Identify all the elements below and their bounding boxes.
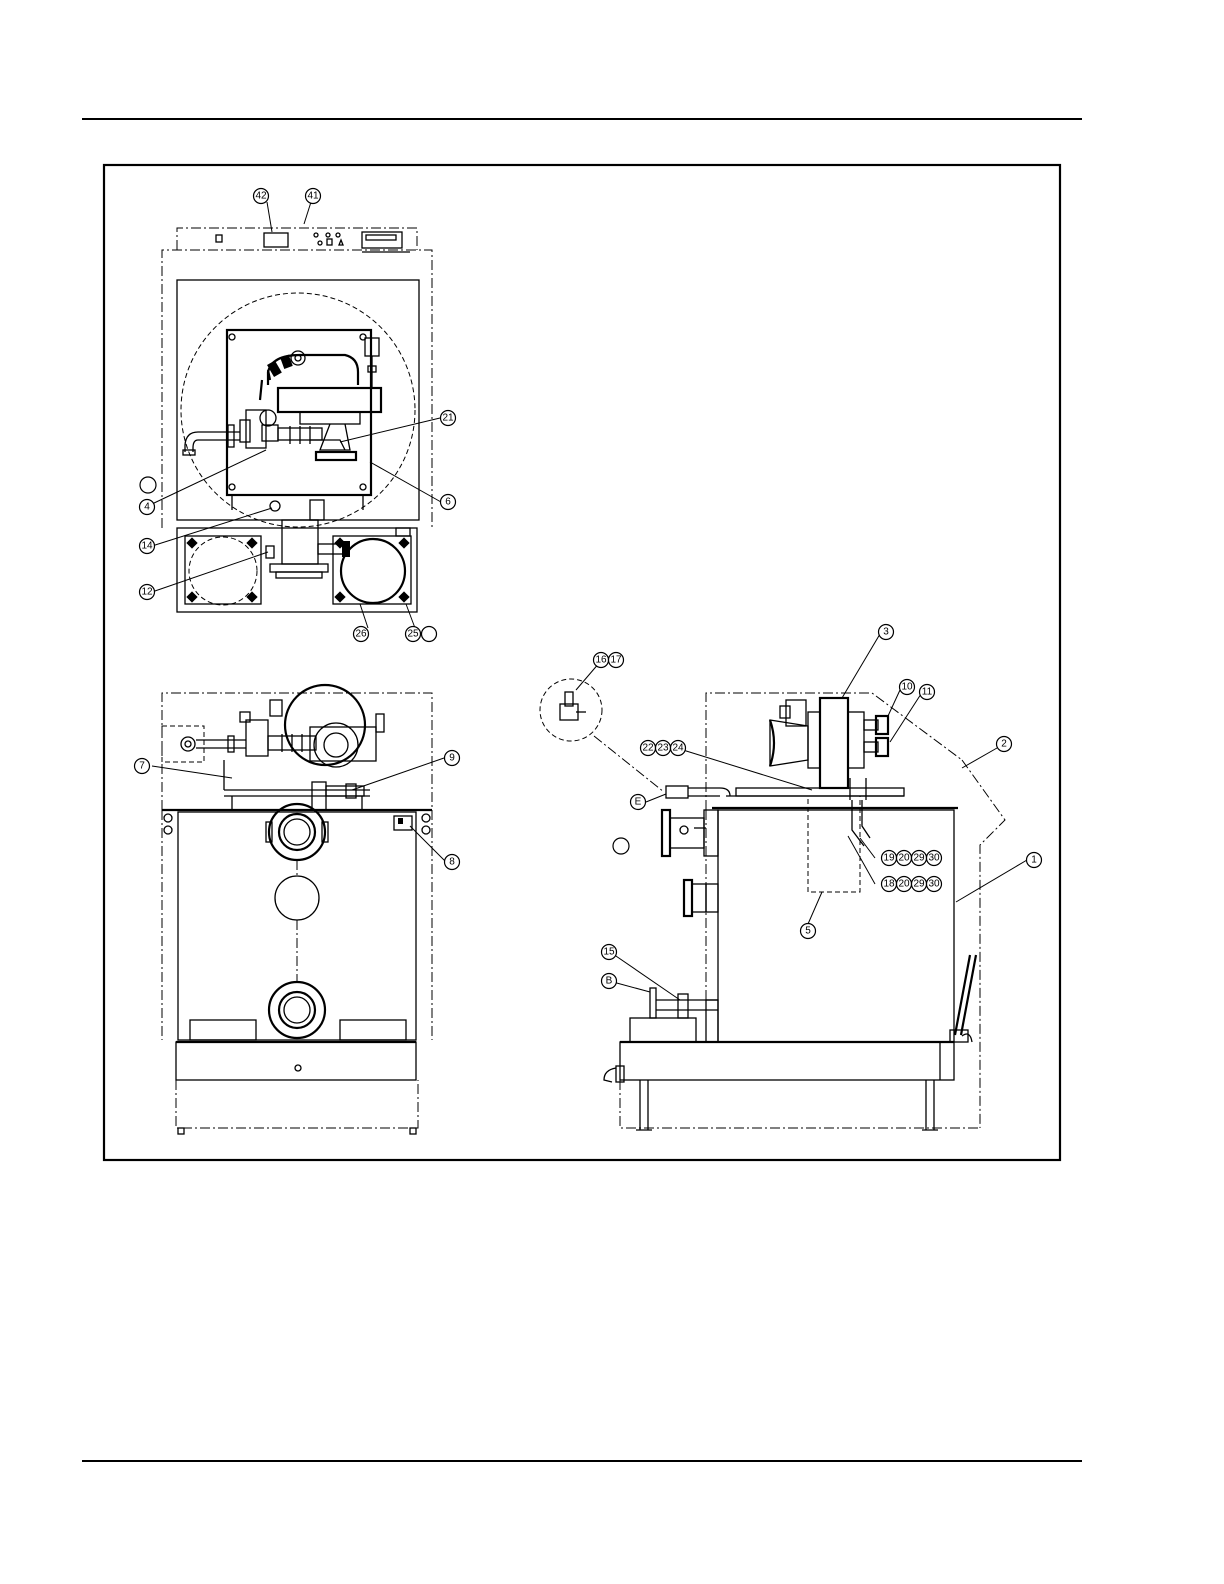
callout-18: 18 (882, 877, 897, 892)
callout-30a: 30 (927, 851, 942, 866)
callout-1: 1 (1027, 853, 1042, 868)
callout-30b: 30 (927, 877, 942, 892)
callout-23: 23 (656, 741, 671, 756)
svg-text:12: 12 (141, 587, 153, 598)
svg-text:20: 20 (898, 879, 910, 890)
top-view (162, 228, 432, 612)
svg-text:25: 25 (407, 629, 419, 640)
callout-17: 17 (609, 653, 624, 668)
figure-frame (104, 165, 1060, 1160)
callout-12: 12 (140, 585, 155, 600)
svg-text:3: 3 (883, 627, 889, 638)
callout-20a: 20 (897, 851, 912, 866)
svg-text:18: 18 (883, 879, 895, 890)
callout-16: 16 (594, 653, 609, 668)
callout-blank-25 (422, 627, 437, 642)
svg-text:2: 2 (1001, 739, 1007, 750)
callout-29a: 29 (912, 851, 927, 866)
callout-11: 11 (920, 685, 935, 700)
svg-text:E: E (635, 797, 642, 808)
svg-text:21: 21 (442, 413, 454, 424)
svg-text:B: B (606, 976, 613, 987)
callout-29b: 29 (912, 877, 927, 892)
svg-text:20: 20 (898, 853, 910, 864)
svg-text:30: 30 (928, 853, 940, 864)
svg-text:16: 16 (595, 655, 607, 666)
svg-text:23: 23 (657, 743, 669, 754)
callout-9: 9 (445, 751, 460, 766)
callout-19: 19 (882, 851, 897, 866)
svg-text:30: 30 (928, 879, 940, 890)
svg-text:26: 26 (355, 629, 367, 640)
callout-8: 8 (445, 855, 460, 870)
svg-text:29: 29 (913, 879, 925, 890)
svg-text:7: 7 (139, 761, 145, 772)
svg-text:24: 24 (672, 743, 684, 754)
svg-text:17: 17 (610, 655, 622, 666)
callout-7: 7 (135, 759, 150, 774)
callout-26: 26 (354, 627, 369, 642)
svg-text:10: 10 (901, 682, 913, 693)
callout-20b: 20 (897, 877, 912, 892)
callout-21: 21 (441, 411, 456, 426)
callout-blank-left (140, 477, 156, 493)
callout-10: 10 (900, 680, 915, 695)
callout-E: E (631, 795, 646, 810)
callout-4: 4 (140, 500, 155, 515)
svg-text:9: 9 (449, 753, 455, 764)
front-view (162, 685, 432, 1134)
callout-6: 6 (441, 495, 456, 510)
callout-41: 41 (306, 189, 321, 204)
svg-text:14: 14 (141, 541, 153, 552)
svg-text:41: 41 (307, 191, 319, 202)
svg-text:5: 5 (805, 926, 811, 937)
callout-14: 14 (140, 539, 155, 554)
callout-3: 3 (879, 625, 894, 640)
svg-text:29: 29 (913, 853, 925, 864)
svg-text:11: 11 (922, 687, 933, 698)
callout-5: 5 (801, 924, 816, 939)
callout-24: 24 (671, 741, 686, 756)
svg-text:6: 6 (445, 497, 451, 508)
callout-2: 2 (997, 737, 1012, 752)
svg-text:22: 22 (642, 743, 654, 754)
callout-B: B (602, 974, 617, 989)
svg-text:19: 19 (883, 853, 895, 864)
callout-42: 42 (254, 189, 269, 204)
callout-blank-side (613, 838, 629, 854)
svg-text:42: 42 (255, 191, 267, 202)
callout-22: 22 (641, 741, 656, 756)
callout-15: 15 (602, 945, 617, 960)
callout-25: 25 (406, 627, 421, 642)
svg-text:15: 15 (603, 947, 615, 958)
side-view (540, 679, 1005, 1130)
svg-text:1: 1 (1031, 855, 1037, 866)
svg-text:4: 4 (144, 502, 150, 513)
svg-text:8: 8 (449, 857, 455, 868)
